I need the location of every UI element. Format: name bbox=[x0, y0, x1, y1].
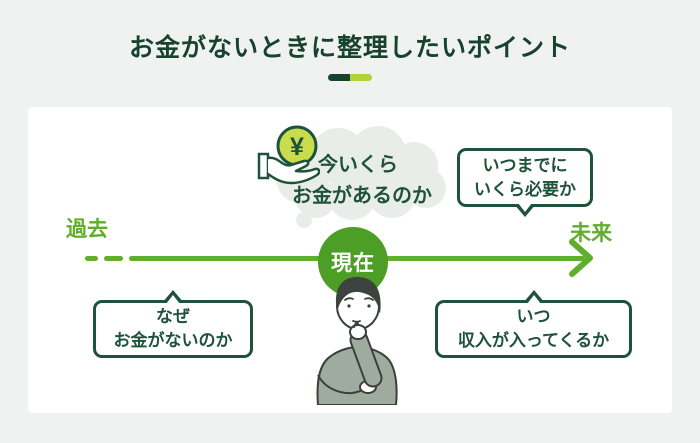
timeline-present-label: 現在 bbox=[331, 252, 375, 275]
timeline-dash bbox=[104, 256, 123, 261]
thought-line-1: 今いくら bbox=[318, 154, 398, 176]
thought-bubble-text: 今いくら お金があるのか bbox=[292, 150, 432, 212]
page-title: お金がないときに整理したいポイント bbox=[128, 34, 571, 62]
bubble-line: 収入が入ってくるか bbox=[457, 331, 610, 350]
accent-light-segment bbox=[350, 74, 372, 81]
speech-bubble-past-reason: なぜ お金がないのか bbox=[93, 290, 253, 358]
timeline-past-label: 過去 bbox=[66, 218, 108, 241]
timeline-future-label: 未来 bbox=[570, 222, 612, 245]
bubble-line: お金がないのか bbox=[113, 331, 233, 350]
arrow-right-icon bbox=[569, 239, 593, 277]
timeline-dash bbox=[85, 256, 98, 261]
yen-symbol: ¥ bbox=[290, 133, 304, 161]
thought-cloud bbox=[276, 126, 446, 228]
accent-dark-segment bbox=[328, 74, 350, 81]
thought-line-2: お金があるのか bbox=[292, 185, 432, 207]
hand-holding-yen-coin-icon: ¥ bbox=[257, 125, 320, 185]
bubble-line: いつまでに bbox=[482, 155, 568, 175]
hand-cuff bbox=[257, 152, 270, 180]
open-hand-icon bbox=[266, 156, 320, 185]
title-accent-bar bbox=[328, 74, 372, 81]
bubble-line: いくら必要か bbox=[474, 179, 576, 199]
bubble-line: いつ bbox=[516, 307, 551, 326]
speech-bubble-future-deadline: いつまでに いくら必要か bbox=[457, 148, 593, 217]
thinking-person-illustration bbox=[316, 276, 398, 405]
speech-bubble-future-income: いつ 収入が入ってくるか bbox=[435, 290, 632, 358]
bubble-line: なぜ bbox=[156, 307, 190, 326]
